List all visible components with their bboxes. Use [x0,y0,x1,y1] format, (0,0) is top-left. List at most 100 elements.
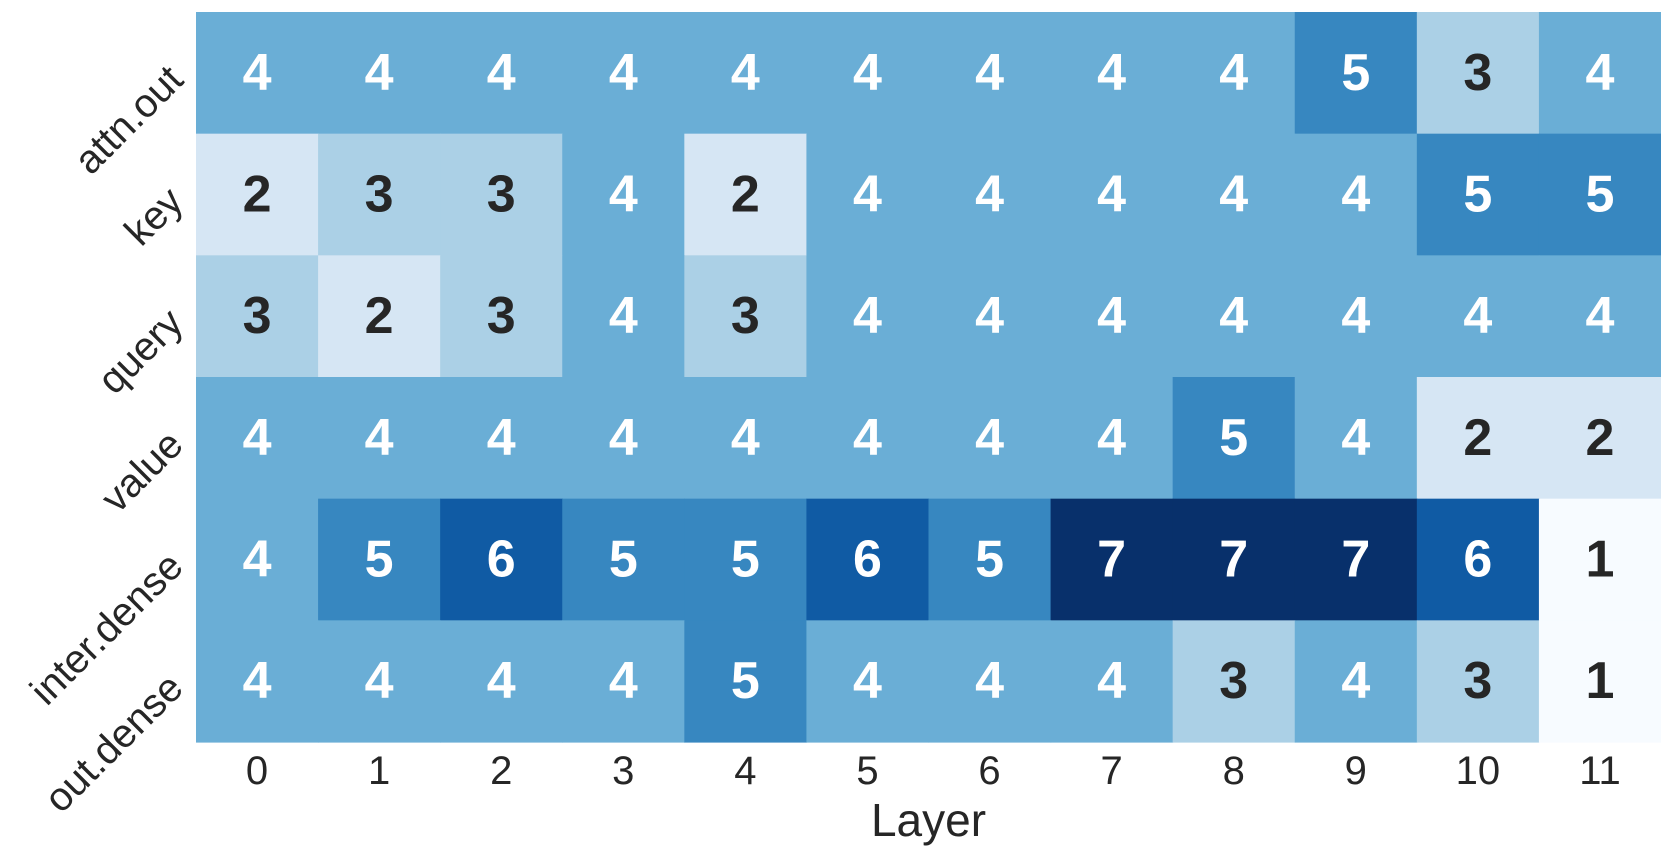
heatmap-cell [318,255,441,378]
cell-value-label: 4 [1341,287,1370,345]
cell-value-label: 1 [1585,652,1614,710]
cell-value-label: 7 [1219,531,1248,589]
heatmap-cell [1416,620,1540,743]
heatmap-cell [684,12,808,135]
heatmap-cell [806,498,930,621]
heatmap-cell [1172,133,1296,256]
cell-value-label: 4 [609,287,638,345]
cell-value-label: 5 [1341,44,1370,102]
cell-value-label: 3 [1219,652,1248,710]
cell-value-label: 4 [365,44,394,102]
x-tick-label: 1 [368,749,390,793]
cell-value-label: 4 [243,652,272,710]
heatmap-cell [806,12,930,135]
cell-value-label: 4 [1097,44,1126,102]
heatmap-cell [806,255,930,378]
cell-value-label: 4 [1341,166,1370,224]
heatmap-cell [562,498,685,621]
cell-value-label: 4 [1097,166,1126,224]
heatmap-cell [928,133,1052,256]
heatmap-cell [440,133,563,256]
heatmap-cell [196,255,319,378]
heatmap-cell [1538,133,1661,256]
cell-value-label: 5 [975,531,1004,589]
heatmap-cell [1172,255,1296,378]
cell-value-label: 2 [243,166,272,224]
x-axis-title: Layer [871,794,986,846]
heatmap-cell [1416,12,1540,135]
heatmap-cell [1538,620,1661,743]
heatmap-cell [684,255,808,378]
heatmap-cell [684,133,808,256]
heatmap-cell [318,620,441,743]
x-tick-label: 2 [490,749,512,793]
cell-value-label: 4 [975,44,1004,102]
heatmap-cell [318,12,441,135]
cell-value-label: 4 [243,531,272,589]
heatmap-cell [684,620,808,743]
heatmap-cell [1538,12,1661,135]
heatmap-cell [440,377,563,500]
heatmap-cell [684,498,808,621]
heatmap-cell [806,133,930,256]
cell-value-label: 4 [609,166,638,224]
cell-value-label: 4 [853,652,882,710]
x-tick-label: 7 [1101,749,1123,793]
cell-value-label: 6 [853,531,882,589]
heatmap-cell [928,620,1052,743]
heatmap-cell [196,133,319,256]
x-tick-label: 6 [978,749,1000,793]
cell-value-label: 4 [487,652,516,710]
x-tick-label: 11 [1579,749,1621,793]
cell-value-label: 4 [487,409,516,467]
heatmap-cell [1416,133,1540,256]
cell-value-label: 5 [1463,166,1492,224]
cell-value-label: 5 [365,531,394,589]
heatmap-cell [440,255,563,378]
heatmap-cell [1050,620,1174,743]
cell-value-label: 3 [487,287,516,345]
cell-value-label: 4 [1585,287,1614,345]
heatmap-cell [1294,12,1418,135]
heatmap-cell [928,12,1052,135]
cell-value-label: 4 [487,44,516,102]
heatmap-cell [1050,498,1174,621]
cell-value-label: 6 [1463,531,1492,589]
heatmap-cell [1294,620,1418,743]
heatmap-cell [1294,498,1418,621]
cell-value-label: 4 [1097,287,1126,345]
heatmap-cell [684,377,808,500]
cell-value-label: 4 [1463,287,1492,345]
cell-value-label: 4 [975,652,1004,710]
cell-value-label: 4 [1219,287,1248,345]
heatmap-cell [562,133,685,256]
cell-value-label: 4 [731,44,760,102]
cell-value-label: 4 [1097,409,1126,467]
x-tick-label: 10 [1456,749,1501,793]
heatmap-cell [1538,377,1661,500]
heatmap-cell [806,377,930,500]
heatmap-cell [806,620,930,743]
cell-value-label: 4 [853,409,882,467]
cell-value-label: 4 [365,652,394,710]
heatmap-cell [562,12,685,135]
x-tick-label: 0 [246,749,268,793]
heatmap-cell [1172,620,1296,743]
cell-value-label: 3 [365,166,394,224]
cell-value-label: 4 [243,44,272,102]
cell-value-label: 7 [1341,531,1370,589]
heatmap-cell [562,255,685,378]
cell-value-label: 4 [243,409,272,467]
cell-value-label: 5 [1585,166,1614,224]
heatmap-cell [928,255,1052,378]
heatmap-cell [1050,133,1174,256]
cell-value-label: 2 [731,166,760,224]
heatmap-cell [1294,377,1418,500]
x-tick-label: 4 [734,749,756,793]
cell-value-label: 4 [975,287,1004,345]
heatmap-cell [196,498,319,621]
cell-value-label: 3 [1463,44,1492,102]
x-tick-label: 5 [856,749,878,793]
